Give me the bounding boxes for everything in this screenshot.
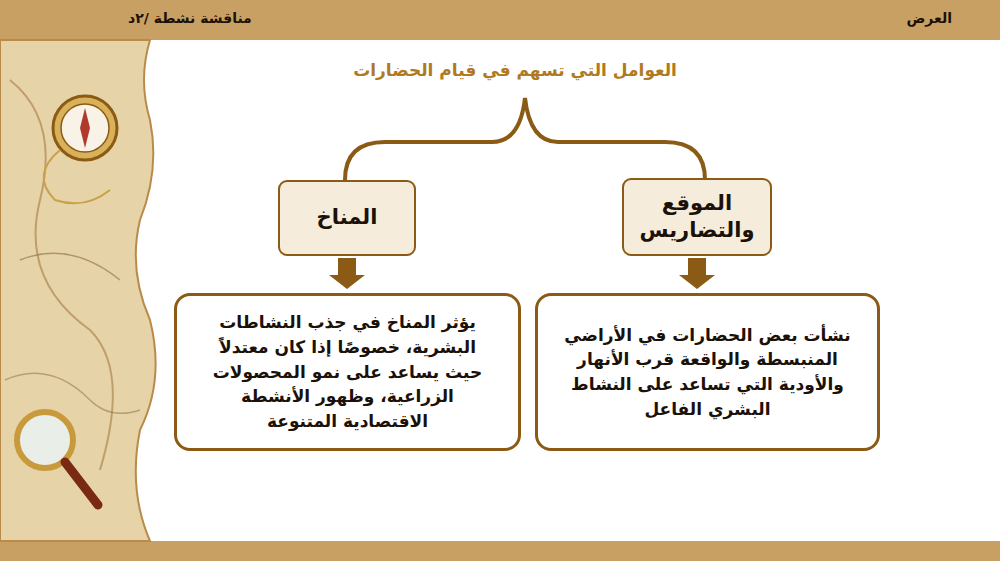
top-bar — [0, 0, 1000, 40]
compass-chain — [44, 150, 110, 203]
topic-box: المناخ — [278, 180, 416, 256]
description-text: يؤثر المناخ في جذب النشاطات البشرية، خصو… — [199, 310, 496, 433]
header-label: العرض — [907, 10, 953, 26]
block-arrow — [679, 258, 715, 289]
bottom-bar — [0, 541, 1000, 561]
brace — [345, 98, 705, 180]
topic-box: الموقع والتضاريس — [622, 178, 772, 256]
compass-face — [61, 104, 109, 152]
description-text: نشأت بعض الحضارات في الأراضي المنبسطة وا… — [560, 323, 855, 422]
magnifier-handle — [65, 462, 98, 505]
diagram-title: العوامل التي تسهم في قيام الحضارات — [250, 60, 780, 80]
compass — [53, 96, 117, 160]
topic-text: الموقع والتضاريس — [638, 190, 756, 245]
map-line — [20, 253, 120, 280]
block-arrow — [329, 258, 365, 289]
map-line — [5, 373, 140, 413]
header-label: مناقشة نشطة /٢د — [128, 10, 252, 26]
topic-text: المناخ — [317, 204, 378, 231]
description-box: نشأت بعض الحضارات في الأراضي المنبسطة وا… — [535, 293, 880, 451]
map-parchment — [0, 40, 156, 541]
compass-needle — [80, 108, 90, 148]
description-box: يؤثر المناخ في جذب النشاطات البشرية، خصو… — [174, 293, 521, 451]
